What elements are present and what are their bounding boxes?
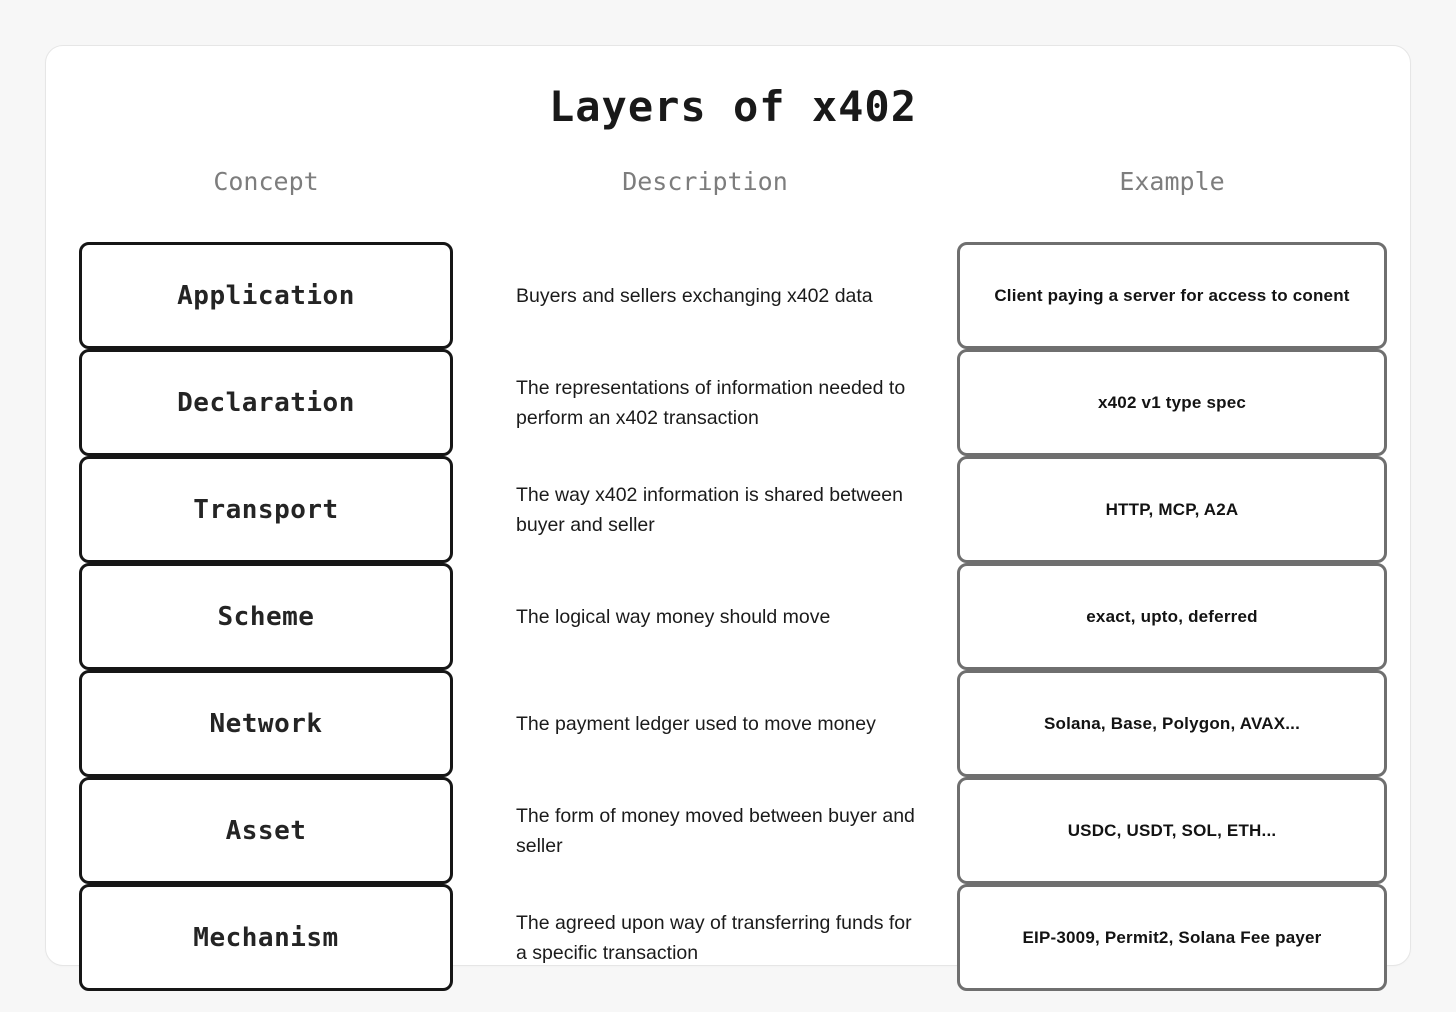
description-text: The way x402 information is shared betwe… [516,483,903,536]
description-cell: The form of money moved between buyer an… [453,777,957,884]
example-label: Solana, Base, Polygon, AVAX... [1043,713,1301,733]
concept-box: Scheme [79,563,453,670]
description-text: The representations of information neede… [516,376,906,429]
column-header-concept: Concept [213,167,319,196]
description-cell: The payment ledger used to move money [453,670,957,777]
concept-box: Declaration [79,349,453,456]
concept-label: Network [209,708,323,739]
example-label: exact, upto, deferred [1086,606,1258,626]
description-cell: The representations of information neede… [453,349,957,456]
concept-label: Scheme [217,601,315,632]
concept-box: Application [79,242,453,349]
description-text: The logical way money should move [516,605,831,628]
concept-label: Application [177,280,355,311]
description-cell: The agreed upon way of transferring fund… [453,884,957,991]
concept-box: Mechanism [79,884,453,991]
concept-label: Transport [193,494,339,525]
example-box: Solana, Base, Polygon, AVAX... [957,670,1387,777]
concept-label: Mechanism [193,922,339,953]
description-text: The agreed upon way of transferring fund… [516,911,912,964]
description-text: The payment ledger used to move money [516,712,876,735]
column-header-description: Description [622,167,788,196]
layers-table: Application Buyers and sellers exchangin… [79,242,1387,991]
example-box: exact, upto, deferred [957,563,1387,670]
example-box: Client paying a server for access to con… [957,242,1387,349]
column-headers: Concept Description Example [79,167,1387,214]
concept-box: Transport [79,456,453,563]
description-cell: The logical way money should move [453,563,957,670]
example-label: Client paying a server for access to con… [994,285,1350,305]
description-cell: The way x402 information is shared betwe… [453,456,957,563]
concept-box: Network [79,670,453,777]
example-box: x402 v1 type spec [957,349,1387,456]
example-label: x402 v1 type spec [1098,392,1246,412]
column-header-example: Example [1119,167,1225,196]
concept-box: Asset [79,777,453,884]
description-text: Buyers and sellers exchanging x402 data [516,284,873,307]
example-box: USDC, USDT, SOL, ETH... [957,777,1387,884]
example-box: HTTP, MCP, A2A [957,456,1387,563]
description-text: The form of money moved between buyer an… [516,804,915,857]
concept-label: Asset [225,815,307,846]
example-box: EIP-3009, Permit2, Solana Fee payer [957,884,1387,991]
diagram-card: Layers of x402 Concept Description Examp… [45,45,1411,991]
example-label: EIP-3009, Permit2, Solana Fee payer [1022,927,1322,947]
example-label: HTTP, MCP, A2A [1105,499,1239,519]
example-label: USDC, USDT, SOL, ETH... [1067,820,1277,840]
diagram-title: Layers of x402 [548,82,917,131]
description-cell: Buyers and sellers exchanging x402 data [453,242,957,349]
concept-label: Declaration [177,387,355,418]
